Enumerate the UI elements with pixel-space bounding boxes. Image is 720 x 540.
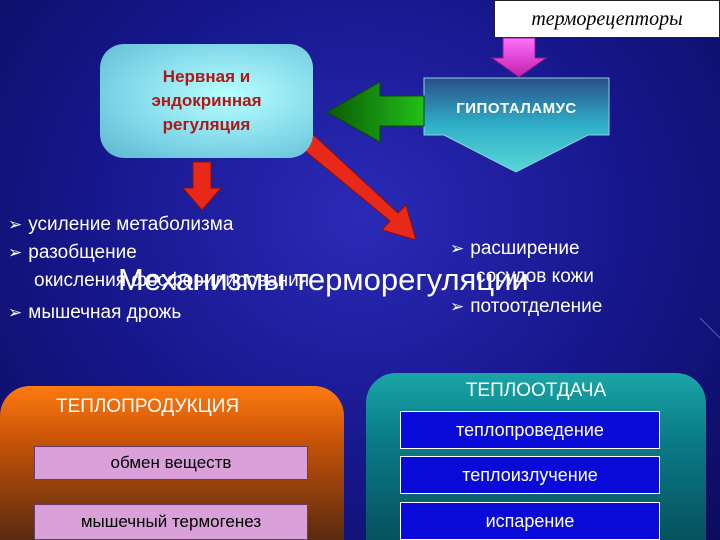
loss-item-evaporation: испарение bbox=[400, 502, 660, 540]
arrow-thermo-to-hypo bbox=[490, 37, 548, 78]
left-item-2-cont: окисления фосфорилирования bbox=[34, 270, 310, 291]
loss-item-radiation: теплоизлучение bbox=[400, 456, 660, 494]
nervous-regulation-box: Нервная и эндокринная регуляция bbox=[100, 44, 313, 158]
arrow-bullet-icon: ➢ bbox=[8, 303, 23, 322]
left-item-3: ➢ мышечная дрожь bbox=[8, 302, 181, 324]
production-item-metabolism: обмен веществ bbox=[34, 446, 308, 480]
right-item-2: ➢ потоотделение bbox=[450, 296, 602, 318]
thermoreceptors-box: терморецепторы bbox=[494, 0, 720, 38]
thermoreceptors-label: терморецепторы bbox=[531, 7, 683, 30]
arrow-bullet-icon: ➢ bbox=[450, 297, 465, 316]
arrow-nervous-to-production bbox=[181, 161, 223, 211]
hypothalamus-shape bbox=[423, 77, 610, 173]
production-item-thermogenesis: мышечный термогенез bbox=[34, 504, 308, 540]
heat-loss-title: ТЕПЛООТДАЧА bbox=[465, 380, 607, 401]
nervous-line2: эндокринная bbox=[151, 91, 262, 110]
left-item-2-text: разобщение bbox=[28, 242, 137, 263]
nervous-line1: Нервная и bbox=[162, 67, 251, 86]
arrow-hypo-to-nervous bbox=[325, 81, 425, 143]
loss-item-conduction: теплопроведение bbox=[400, 411, 660, 449]
left-item-1-text: усиление метаболизма bbox=[28, 214, 234, 235]
right-item-1: ➢ расширение bbox=[450, 238, 580, 260]
arrow-bullet-icon: ➢ bbox=[8, 243, 23, 262]
left-item-2: ➢ разобщение bbox=[8, 242, 137, 264]
decorative-line bbox=[699, 317, 720, 339]
hypothalamus-label: ГИПОТАЛАМУС bbox=[456, 100, 577, 117]
nervous-line3: регуляция bbox=[162, 115, 251, 134]
left-item-1: ➢ усиление метаболизма bbox=[8, 214, 233, 236]
page-title: Механизмы терморегуляции bbox=[118, 262, 529, 297]
right-item-2-text: потоотделение bbox=[470, 296, 603, 317]
arrow-bullet-icon: ➢ bbox=[450, 239, 465, 258]
left-item-3-text: мышечная дрожь bbox=[28, 302, 182, 323]
right-item-1-text: расширение bbox=[470, 238, 580, 259]
heat-production-title: ТЕПЛОПРОДУКЦИЯ bbox=[56, 396, 240, 417]
arrow-to-heat-loss bbox=[291, 127, 417, 241]
right-item-1-cont: сосудов кожи bbox=[476, 266, 594, 287]
arrow-bullet-icon: ➢ bbox=[8, 215, 23, 234]
